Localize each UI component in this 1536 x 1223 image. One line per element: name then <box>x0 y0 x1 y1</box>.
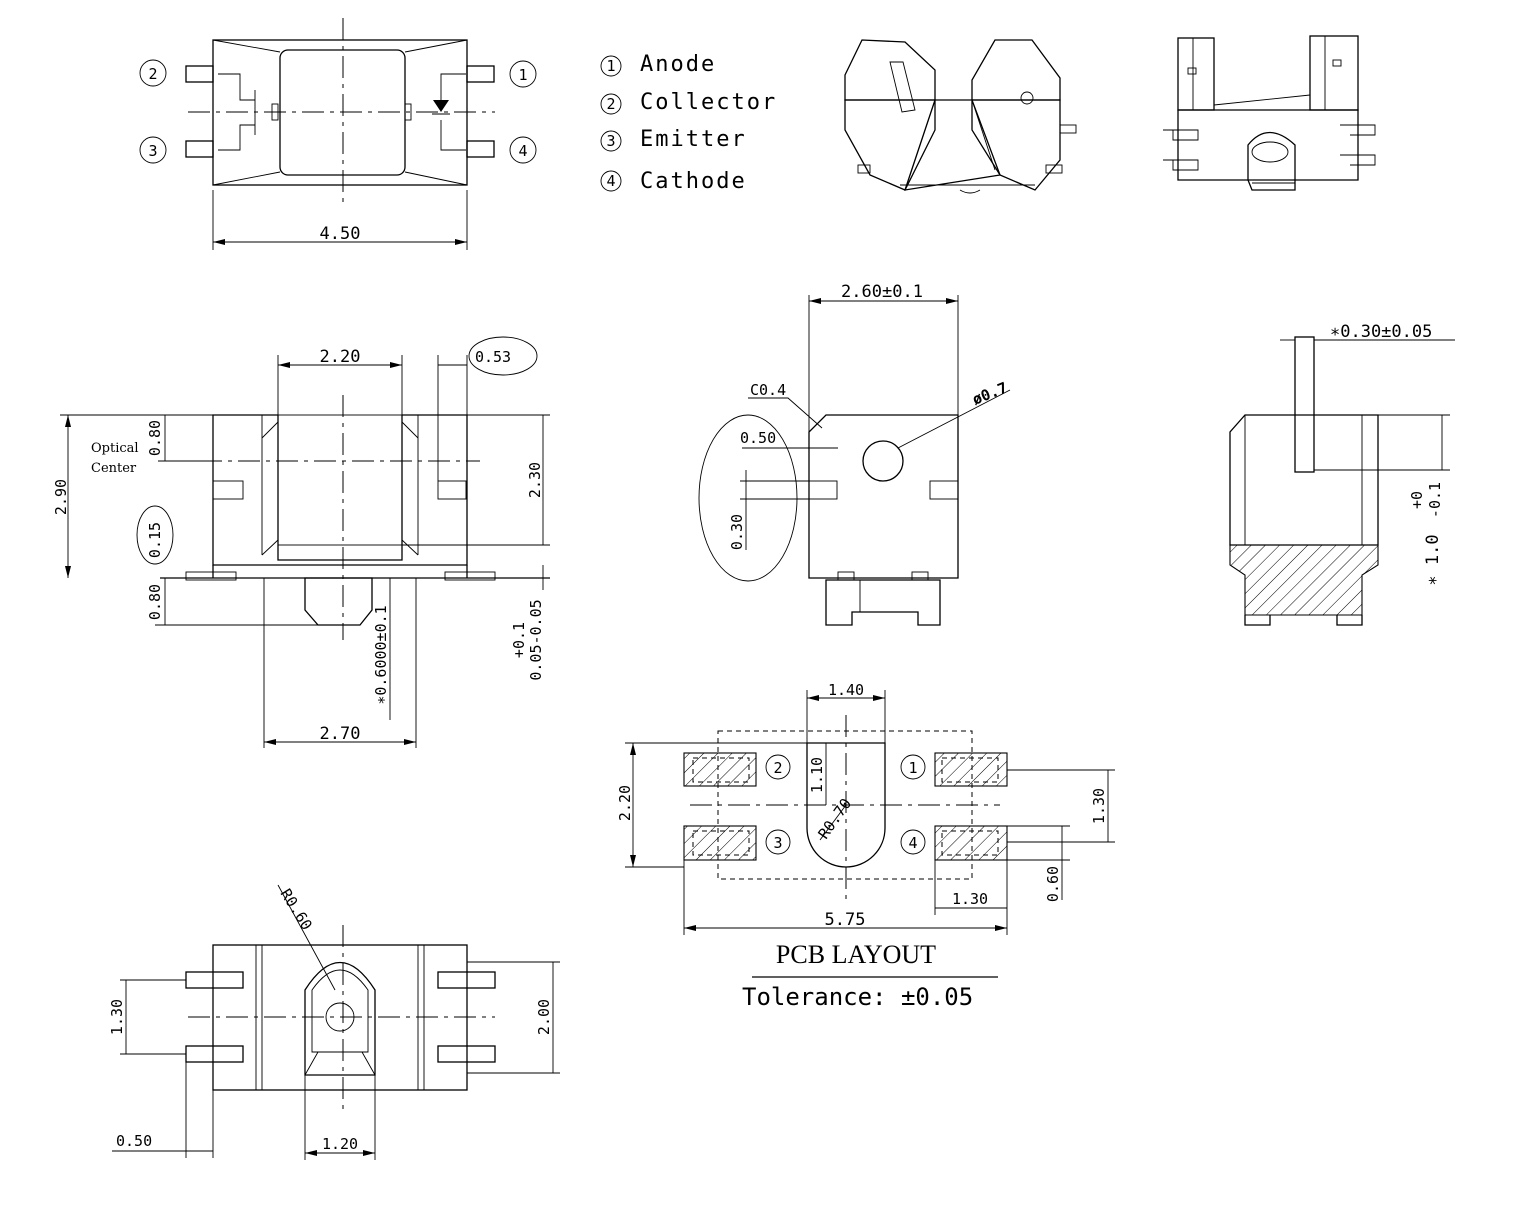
iso-view-back <box>1163 35 1376 191</box>
dim-pcb-radius: R0.70 <box>815 795 856 842</box>
dim-pitch: 1.30 <box>108 999 126 1035</box>
pcb-pin-label: 1 <box>908 759 917 777</box>
dim-aperture: ∗0.30±0.05 <box>1330 322 1432 342</box>
optical-center-label: Optical <box>91 441 139 456</box>
legend-collector: Collector <box>640 90 777 115</box>
legend-num: 3 <box>606 132 615 150</box>
legend-emitter: Emitter <box>640 127 747 152</box>
dim-foot-gap: 0.15 <box>146 522 164 558</box>
dim-lens-width: 1.20 <box>322 1135 358 1153</box>
dim-bottom-height: 2.00 <box>535 999 553 1035</box>
dim-base-width: 2.70 <box>320 724 361 744</box>
pin-legend: 1 2 3 4 Anode Collector Emitter Cathode <box>600 52 777 194</box>
legend-num: 2 <box>606 95 615 113</box>
front-view: 2.20 0.53 2.90 Optical Center 0.80 2.30 … <box>52 336 550 748</box>
optical-center-label: Center <box>91 461 137 476</box>
pcb-tolerance: Tolerance: ±0.05 <box>742 983 973 1011</box>
dim-side-width: 2.60±0.1 <box>841 282 923 302</box>
dim-end-tol-minus: -0.1 <box>1426 482 1444 518</box>
top-view: 2 1 3 4 4.50 <box>139 18 537 250</box>
pcb-pin-label: 3 <box>773 834 782 852</box>
dim-offset: 0.50 <box>740 429 776 447</box>
dim-end-tol-plus: +0 <box>1408 491 1426 509</box>
dim-tol-minus: 0.05-0.05 <box>527 599 545 680</box>
pcb-layout: 2 1 3 4 1.40 1.10 R0.70 2.20 1.30 0.60 1… <box>616 681 1115 1011</box>
dim-lead: 0.50 <box>116 1132 152 1150</box>
dim-hole: ø0.7 <box>970 378 1010 408</box>
legend-num: 1 <box>606 57 615 75</box>
pcb-layout-title: PCB LAYOUT <box>776 940 936 969</box>
dim-pcb-pad-w: 0.60 <box>1044 866 1062 902</box>
dim-end-height: ∗ 1.0 <box>1423 534 1443 585</box>
dim-slot-width: 2.20 <box>320 347 361 367</box>
pcb-pin-label: 4 <box>908 834 917 852</box>
top-pin-label: 2 <box>148 65 157 83</box>
dim-pcb-slot-depth: 1.10 <box>808 757 826 793</box>
end-view: ∗0.30±0.05 +0 -0.1 ∗ 1.0 <box>1229 322 1455 626</box>
iso-view-front <box>844 39 1077 194</box>
legend-num: 4 <box>606 172 615 190</box>
dim-tol-plus: +0.1 <box>510 622 528 658</box>
dim-slot-depth: 2.30 <box>526 462 544 498</box>
dim-total-height: 2.90 <box>52 479 70 515</box>
dim-radius: R0.60 <box>277 886 316 934</box>
dim-lens: ∗0.6000±0.1 <box>372 605 390 704</box>
dim-pcb-pad-len: 1.30 <box>952 890 988 908</box>
side-view: 2.60±0.1 C0.4 ø0.7 0.50 0.30 <box>698 282 1011 626</box>
pcb-pin-label: 2 <box>773 759 782 777</box>
dim-wall: 0.53 <box>475 348 511 366</box>
dim-pcb-width: 5.75 <box>825 910 866 930</box>
dim-slot: 0.30 <box>728 514 746 550</box>
dim-chamfer: C0.4 <box>750 381 786 399</box>
bottom-view: R0.60 1.30 2.00 0.50 1.20 <box>108 884 560 1160</box>
dim-bottom: 0.80 <box>146 584 164 620</box>
top-pin-label: 4 <box>518 142 527 160</box>
dim-pcb-height: 2.20 <box>616 785 634 821</box>
dim-pcb-pitch: 1.30 <box>1090 788 1108 824</box>
dim-oc-height: 0.80 <box>146 420 164 456</box>
legend-anode: Anode <box>640 52 716 77</box>
dim-top-width: 4.50 <box>320 224 361 244</box>
top-pin-label: 1 <box>518 66 527 84</box>
top-pin-label: 3 <box>148 142 157 160</box>
legend-cathode: Cathode <box>640 169 747 194</box>
dim-pcb-slot-width: 1.40 <box>828 681 864 699</box>
